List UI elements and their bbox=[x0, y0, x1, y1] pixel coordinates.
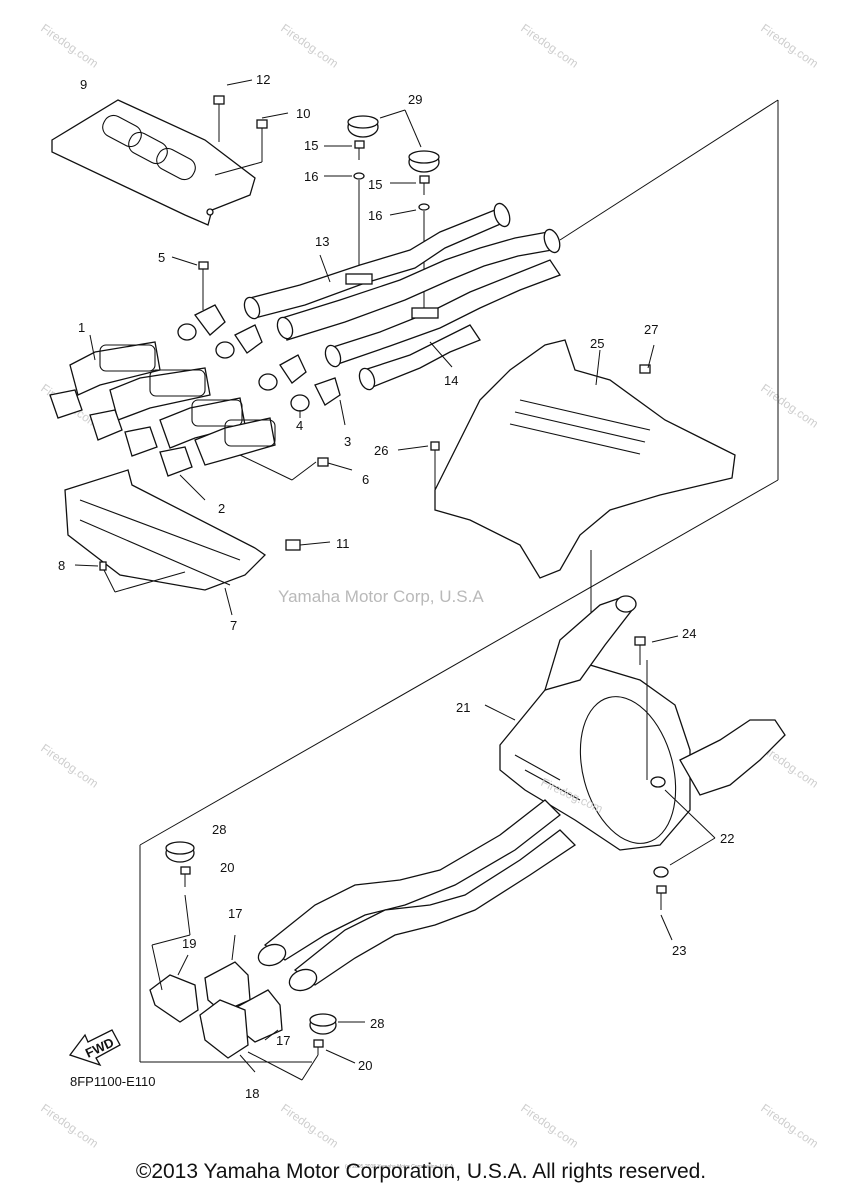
callout-19: 19 bbox=[182, 936, 196, 951]
callout-6: 6 bbox=[362, 472, 369, 487]
watermark-text: Firedog.com bbox=[518, 21, 581, 71]
callout-22: 22 bbox=[720, 831, 734, 846]
callout-7: 7 bbox=[230, 618, 237, 633]
tiny-notice: (c) 2005-2015 Yamaha Motor Corporation, … bbox=[345, 1164, 455, 1170]
copyright-notice: ©2013 Yamaha Motor Corporation, U.S.A. A… bbox=[135, 1160, 707, 1183]
watermark-text: Firedog.com bbox=[758, 381, 821, 431]
flex-joints bbox=[69, 304, 346, 466]
watermark-text: Firedog.com bbox=[38, 1101, 101, 1151]
callout-8: 8 bbox=[58, 558, 65, 573]
callout-14: 14 bbox=[444, 373, 458, 388]
callout-5: 5 bbox=[158, 250, 165, 265]
callout-11: 11 bbox=[336, 536, 350, 551]
callout-28b: 28 bbox=[370, 1016, 384, 1031]
callout-21: 21 bbox=[456, 700, 470, 715]
callout-9: 9 bbox=[80, 77, 87, 92]
callout-2: 2 bbox=[218, 501, 225, 516]
forward-arrow: FWD bbox=[68, 1029, 121, 1067]
callout-17a: 17 bbox=[228, 906, 242, 921]
callout-28a: 28 bbox=[212, 822, 226, 837]
bolts-upper bbox=[213, 79, 289, 176]
watermark-text: Firedog.com bbox=[758, 21, 821, 71]
watermark-text: Firedog.com bbox=[518, 1101, 581, 1151]
callout-29: 29 bbox=[408, 92, 422, 107]
callout-1: 1 bbox=[78, 320, 85, 335]
muffler-heat-shield bbox=[397, 339, 736, 720]
callout-20a: 20 bbox=[220, 860, 234, 875]
gaskets bbox=[49, 389, 206, 501]
heat-protector-part bbox=[51, 99, 256, 226]
lower-caps bbox=[151, 841, 365, 1081]
part-code: 8FP1100-E110 bbox=[70, 1074, 156, 1089]
exhaust-pipes bbox=[243, 202, 561, 391]
callout-labels: 1 2 3 4 5 6 7 8 9 10 11 12 13 14 15 15 1… bbox=[58, 72, 734, 1101]
callout-26: 26 bbox=[374, 443, 388, 458]
callout-3: 3 bbox=[344, 434, 351, 449]
callout-18: 18 bbox=[245, 1086, 259, 1101]
callout-24: 24 bbox=[682, 626, 696, 641]
watermark-text: Firedog.com bbox=[38, 21, 101, 71]
callout-17b: 17 bbox=[276, 1033, 290, 1048]
callout-16a: 16 bbox=[304, 169, 318, 184]
callout-10: 10 bbox=[296, 106, 310, 121]
caps-and-fasteners bbox=[324, 109, 440, 310]
lower-pipes bbox=[204, 799, 577, 1043]
callout-23: 23 bbox=[672, 943, 686, 958]
assembly-frame bbox=[139, 99, 779, 1063]
callout-15b: 15 bbox=[368, 177, 382, 192]
watermark-text: Firedog.com bbox=[38, 741, 101, 791]
bolts-lower bbox=[171, 256, 353, 481]
callout-15a: 15 bbox=[304, 138, 318, 153]
callout-27: 27 bbox=[644, 322, 658, 337]
center-watermark: Yamaha Motor Corp, U.S.A bbox=[278, 587, 484, 606]
muffler-part bbox=[484, 595, 786, 851]
callout-4: 4 bbox=[296, 418, 303, 433]
callout-12: 12 bbox=[256, 72, 270, 87]
watermark-text: Firedog.com bbox=[278, 1101, 341, 1151]
under-cover-part bbox=[64, 469, 331, 616]
watermark-text: Firedog.com bbox=[278, 21, 341, 71]
pipe-brackets bbox=[149, 954, 256, 1073]
callout-13: 13 bbox=[315, 234, 329, 249]
callout-20b: 20 bbox=[358, 1058, 372, 1073]
watermark-text: Firedog.com bbox=[758, 1101, 821, 1151]
callout-16b: 16 bbox=[368, 208, 382, 223]
callout-25: 25 bbox=[590, 336, 604, 351]
muffler-fasteners bbox=[634, 635, 716, 941]
